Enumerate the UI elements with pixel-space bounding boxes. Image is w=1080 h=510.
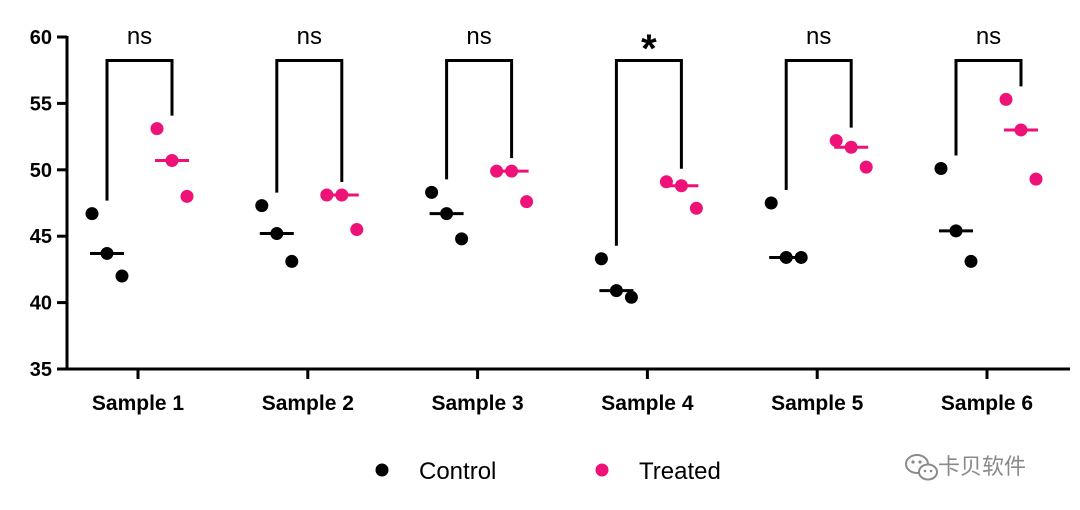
x-tick-label: Sample 2 [262, 392, 354, 415]
data-point [609, 284, 623, 298]
watermark: 卡贝软件 [905, 454, 1026, 481]
data-point [285, 254, 299, 268]
data-point [520, 195, 534, 209]
data-point [999, 92, 1013, 106]
data-point [255, 199, 269, 213]
data-point [270, 227, 284, 241]
data-point [624, 290, 638, 304]
data-point [335, 188, 349, 202]
data-point [100, 246, 114, 260]
x-tick-label: Sample 3 [431, 392, 523, 415]
significance-bracket [445, 59, 514, 180]
legend-label: Control [419, 458, 496, 485]
data-point [659, 175, 673, 189]
data-point [350, 223, 364, 237]
y-tick-label: 50 [30, 160, 52, 182]
data-point [1029, 172, 1043, 186]
x-tick-label: Sample 5 [771, 392, 864, 415]
x-tick-label: Sample 1 [92, 392, 185, 415]
y-tick-label: 35 [30, 359, 52, 381]
data-point [949, 224, 963, 238]
data-point [455, 232, 469, 246]
data-point [150, 122, 164, 136]
y-tick-label: 55 [30, 93, 52, 115]
data-point [1014, 123, 1028, 137]
legend-marker [375, 463, 389, 477]
data-point [844, 140, 858, 154]
data-point [674, 179, 688, 193]
significance-brackets: ns ns ns * ns ns [105, 23, 1023, 246]
watermark-text: 卡贝软件 [938, 454, 1026, 479]
data-point [115, 269, 129, 283]
legend-marker [595, 463, 609, 477]
data-point [490, 164, 504, 178]
data-point [320, 188, 334, 202]
data-point [934, 161, 948, 175]
data-point [425, 185, 439, 199]
data-point [764, 196, 778, 210]
data-point [440, 207, 454, 221]
legend-label: Treated [639, 458, 721, 485]
significance-bracket [105, 59, 174, 201]
data-points [85, 92, 1043, 304]
x-tick-label: Sample 4 [601, 392, 694, 415]
y-tick-label: 60 [30, 27, 52, 49]
significance-label: ns [127, 23, 152, 50]
data-point [794, 250, 808, 264]
significance-bracket [275, 59, 344, 193]
y-tick-label: 40 [30, 293, 52, 315]
data-point [689, 201, 703, 215]
significance-label: ns [466, 23, 491, 50]
data-point [859, 160, 873, 174]
y-tick-label: 45 [30, 226, 52, 248]
significance-label: ns [806, 23, 831, 50]
significance-label: ns [976, 23, 1001, 50]
data-point [505, 164, 519, 178]
data-point [829, 134, 843, 148]
wechat-icon [905, 454, 938, 481]
significance-bracket [784, 59, 853, 190]
significance-label: * [641, 27, 657, 71]
legend: Control Treated [375, 458, 721, 485]
data-point [779, 250, 793, 264]
significance-bracket [954, 59, 1023, 156]
x-tick-label: Sample 6 [941, 392, 1033, 415]
significance-bracket [614, 59, 683, 246]
data-point [180, 189, 194, 203]
data-point [594, 252, 608, 266]
significance-label: ns [297, 23, 322, 50]
data-point [964, 254, 978, 268]
data-point [165, 154, 179, 168]
data-point [85, 207, 99, 221]
